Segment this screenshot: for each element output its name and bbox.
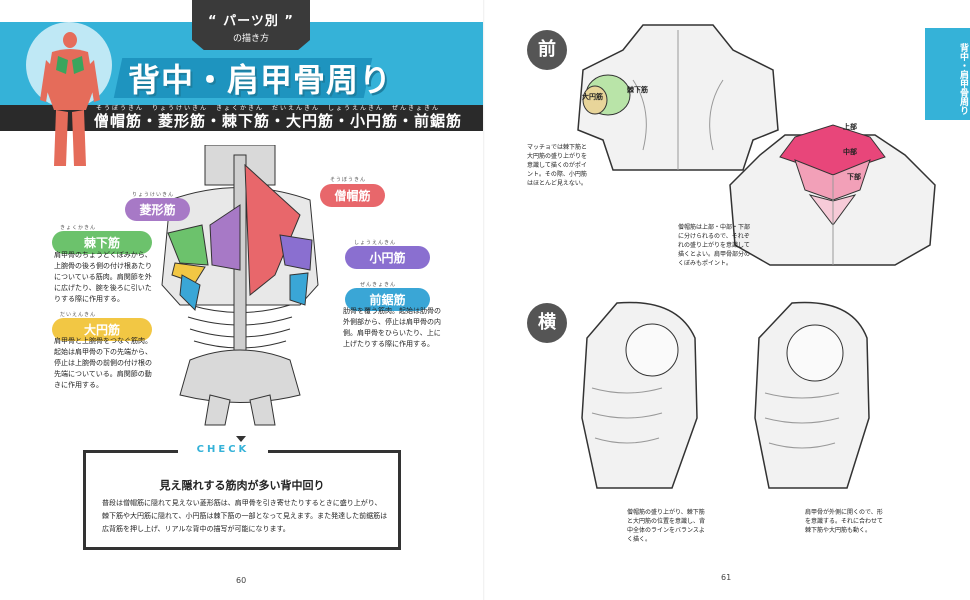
desc-zenkyo: 肋骨を覆う筋肉。起始は肋骨の外側部から、停止は肩甲骨の内側。肩甲骨をひらいたり、… <box>343 307 441 348</box>
label-soubou: 僧帽筋 <box>320 184 385 207</box>
check-title: 見え隠れする筋肉が多い背中回り <box>159 479 325 492</box>
right-page: 前 横 背中・肩甲骨周り 棘下筋 大円筋 マッチョでは棘下筋と大円筋の盛り上がり… <box>485 0 970 600</box>
note-macho: マッチョでは棘下筋と大円筋の盛り上がりを意識して描くのがポイント。その際、小円筋… <box>527 144 588 187</box>
upper-back-trapezius-illustration <box>729 124 936 266</box>
tag-line1: “ パーツ別 ” <box>208 14 294 29</box>
check-body: 普段は僧帽筋に隠れて見えない菱形筋は、肩甲骨を引き寄せたりするときに盛り上がり、… <box>102 499 388 533</box>
section-side-badge: 横 <box>527 303 567 343</box>
label-daien-front: 大円筋 <box>582 93 603 101</box>
label-kabu: 下部 <box>847 173 861 181</box>
section-front-badge: 前 <box>527 30 567 70</box>
note-soubou: 僧帽筋は上部・中部・下部に分けられるので、それぞれの盛り上がりを意識して描くとよ… <box>678 224 751 267</box>
front-back-torso-illustration <box>577 24 779 171</box>
label-joubu: 上部 <box>843 123 857 131</box>
side-torso-illustration-1 <box>581 301 698 489</box>
desc-kyokuka: 肩甲骨のちょうどくぼみから、上腕骨の後ろ側の付け根あたりについている筋肉。肩関節… <box>54 251 152 303</box>
zenkyo-ruby: ぜんきょきん <box>360 282 397 288</box>
soubou-ruby: そうぼうきん <box>330 177 367 183</box>
tag-line2: の描き方 <box>232 34 269 44</box>
mini-body-figure <box>40 32 100 166</box>
page-number-left: 60 <box>236 576 247 585</box>
daien-ruby: だいえんきん <box>60 312 97 318</box>
note-side2: 肩甲骨が外側に開くので、形を意識する。それに合わせて棘下筋や大円筋も動く。 <box>805 509 884 534</box>
label-ryoukei: 菱形筋 <box>125 198 190 221</box>
ryoukei-ruby: りょうけいきん <box>132 192 175 198</box>
down-arrow-icon <box>236 436 246 442</box>
side-torso-illustration-2 <box>754 301 870 489</box>
note-side1: 僧帽筋の盛り上がり、棘下筋と大円筋の位置を意識し、背中全体のラインをバランスよく… <box>627 509 706 543</box>
label-shouen: 小円筋 <box>345 246 430 269</box>
label-zenkyo: 前鋸筋 <box>345 288 430 311</box>
check-heading: CHECK <box>178 444 268 458</box>
muscle-list: 僧帽筋・菱形筋・棘下筋・大円筋・小円筋・前鋸筋 <box>94 112 463 130</box>
muscle-list-ruby: そうぼうきん りょうけいきん きょくかきん だいえんきん しょうえんきん ぜんき… <box>96 105 441 112</box>
desc-daien: 肩甲骨と上腕骨をつなぐ筋肉。起始は肩甲骨の下の先端から、停止は上腕骨の前側の付け… <box>54 337 152 389</box>
side-tab: 背中・肩甲骨周り <box>925 28 970 120</box>
kyokuka-ruby: きょくかきん <box>60 225 97 231</box>
check-box: 見え隠れする筋肉が多い背中回り 普段は僧帽筋に隠れて見えない菱形筋は、肩甲骨を引… <box>83 450 401 550</box>
label-daien: 大円筋 <box>52 318 152 341</box>
shouen-ruby: しょうえんきん <box>354 240 397 246</box>
label-kyokuka-front: 棘下筋 <box>627 86 648 94</box>
label-kyokuka: 棘下筋 <box>52 231 152 254</box>
label-chuubu: 中部 <box>843 148 857 156</box>
page-title: 背中・肩甲骨周り <box>128 61 393 99</box>
section-tag: “ パーツ別 ” の描き方 <box>192 0 310 50</box>
left-page: “ パーツ別 ” の描き方 背中・肩甲骨周り そうぼうきん りょうけいきん きょ… <box>0 0 485 585</box>
page-number-right: 61 <box>721 573 732 582</box>
back-anatomy-illustration <box>161 145 319 426</box>
